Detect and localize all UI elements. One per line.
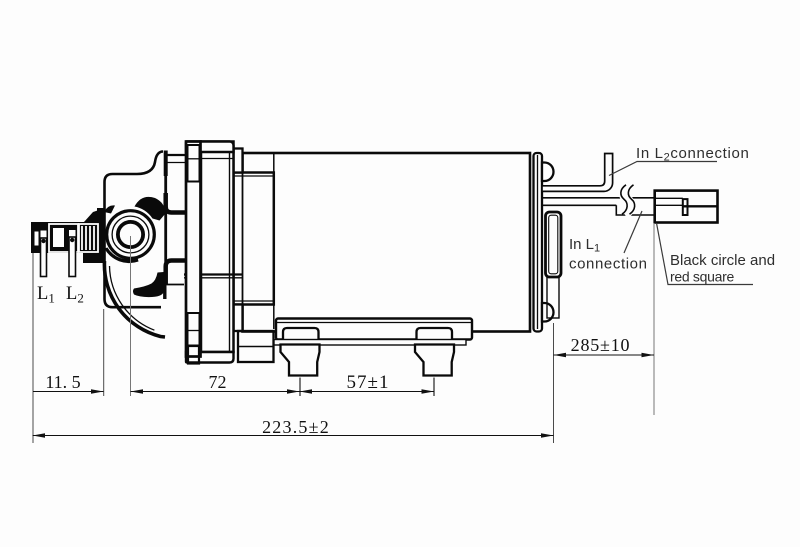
svg-text:223.5±2: 223.5±2 bbox=[262, 417, 330, 437]
svg-text:L2: L2 bbox=[66, 284, 84, 306]
svg-text:72: 72 bbox=[209, 372, 227, 392]
svg-text:L1: L1 bbox=[37, 284, 55, 306]
svg-text:285±10: 285±10 bbox=[571, 335, 631, 355]
svg-text:11. 5: 11. 5 bbox=[45, 372, 80, 392]
svg-text:Black circle and: Black circle and bbox=[670, 252, 775, 269]
svg-text:In L2connection: In L2connection bbox=[636, 145, 749, 164]
svg-text:57±1: 57±1 bbox=[347, 372, 390, 393]
svg-text:red square: red square bbox=[670, 269, 734, 285]
svg-text:In L1: In L1 bbox=[569, 236, 600, 255]
svg-text:connection: connection bbox=[569, 256, 648, 273]
